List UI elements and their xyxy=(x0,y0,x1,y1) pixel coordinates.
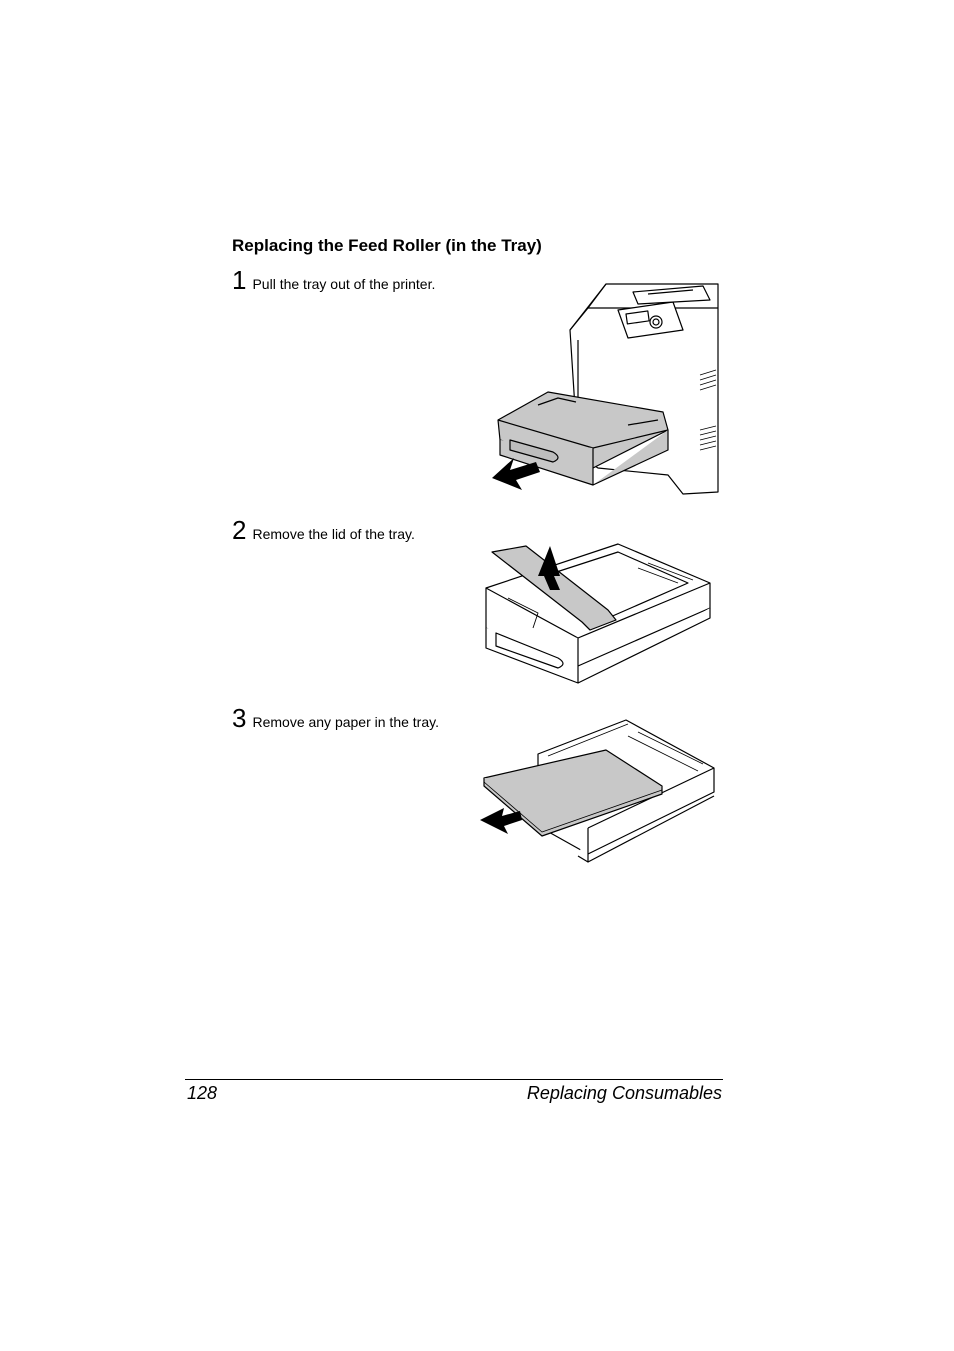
step-text: Remove the lid of the tray. xyxy=(252,526,415,542)
step-1: 1 Pull the tray out of the printer. xyxy=(232,267,435,294)
step-number: 3 xyxy=(232,703,247,733)
tray-lid-removal-illustration xyxy=(485,543,711,684)
step-3: 3 Remove any paper in the tray. xyxy=(232,705,439,732)
page-number: 128 xyxy=(187,1083,218,1103)
footer-divider xyxy=(185,1079,723,1080)
step-number: 2 xyxy=(232,515,247,545)
step-number: 1 xyxy=(232,265,247,295)
tray-paper-removal-illustration xyxy=(480,719,715,863)
step-2: 2 Remove the lid of the tray. xyxy=(232,517,415,544)
step-text: Remove any paper in the tray. xyxy=(252,714,439,730)
section-heading: Replacing the Feed Roller (in the Tray) xyxy=(232,236,542,255)
step-text: Pull the tray out of the printer. xyxy=(252,276,436,292)
printer-tray-pull-illustration xyxy=(492,283,719,495)
chapter-title: Replacing Consumables xyxy=(526,1083,722,1103)
